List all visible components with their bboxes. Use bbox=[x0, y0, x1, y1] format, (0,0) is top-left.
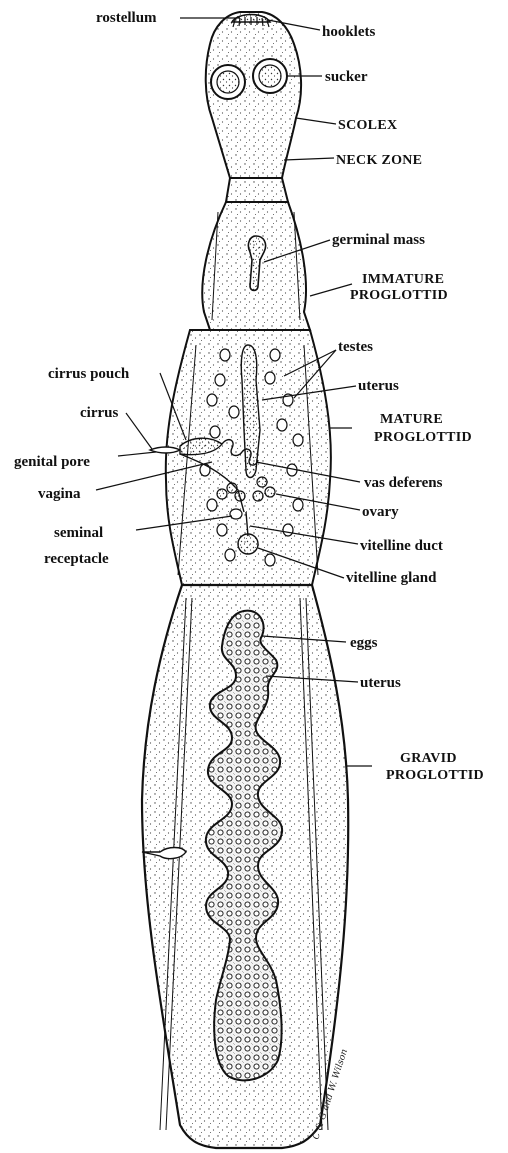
label-vagina: vagina bbox=[38, 486, 81, 502]
vitelline-gland-shape bbox=[238, 534, 258, 554]
label-seminal-line2: receptacle bbox=[44, 551, 109, 567]
neck-zone-shape bbox=[226, 178, 288, 202]
label-vitelline-gland: vitelline gland bbox=[346, 570, 437, 586]
label-germinal-mass: germinal mass bbox=[332, 232, 425, 248]
label-cirrus: cirrus bbox=[80, 405, 118, 421]
gravid-proglottid bbox=[142, 585, 348, 1148]
label-mature-line2: PROGLOTTID bbox=[374, 430, 472, 445]
mature-proglottid bbox=[150, 330, 331, 585]
label-sucker: sucker bbox=[325, 69, 368, 85]
label-scolex: SCOLEX bbox=[338, 118, 397, 133]
label-cirrus-pouch: cirrus pouch bbox=[48, 366, 130, 382]
scolex bbox=[206, 12, 301, 178]
label-gravid-line1: GRAVID bbox=[400, 751, 457, 766]
label-seminal-line1: seminal bbox=[54, 525, 103, 541]
immature-proglottid bbox=[202, 202, 310, 330]
sucker-left bbox=[211, 65, 245, 99]
seminal-receptacle-shape bbox=[230, 509, 242, 519]
label-mature-line1: MATURE bbox=[380, 412, 443, 427]
label-neck-zone: NECK ZONE bbox=[336, 153, 422, 168]
label-immature-line1: IMMATURE bbox=[362, 272, 444, 287]
label-hooklets: hooklets bbox=[322, 24, 376, 40]
label-testes: testes bbox=[338, 339, 373, 355]
label-uterus-mature: uterus bbox=[358, 378, 399, 394]
sucker-right bbox=[253, 59, 287, 93]
label-gravid-line2: PROGLOTTID bbox=[386, 768, 484, 783]
label-ovary: ovary bbox=[362, 504, 399, 520]
label-immature-line2: PROGLOTTID bbox=[350, 288, 448, 303]
label-vas-deferens: vas deferens bbox=[364, 475, 443, 491]
label-genital-pore: genital pore bbox=[14, 454, 90, 470]
label-vitelline-duct: vitelline duct bbox=[360, 538, 443, 554]
label-uterus-gravid: uterus bbox=[360, 675, 401, 691]
label-rostellum: rostellum bbox=[96, 10, 157, 26]
label-eggs: eggs bbox=[350, 635, 378, 651]
